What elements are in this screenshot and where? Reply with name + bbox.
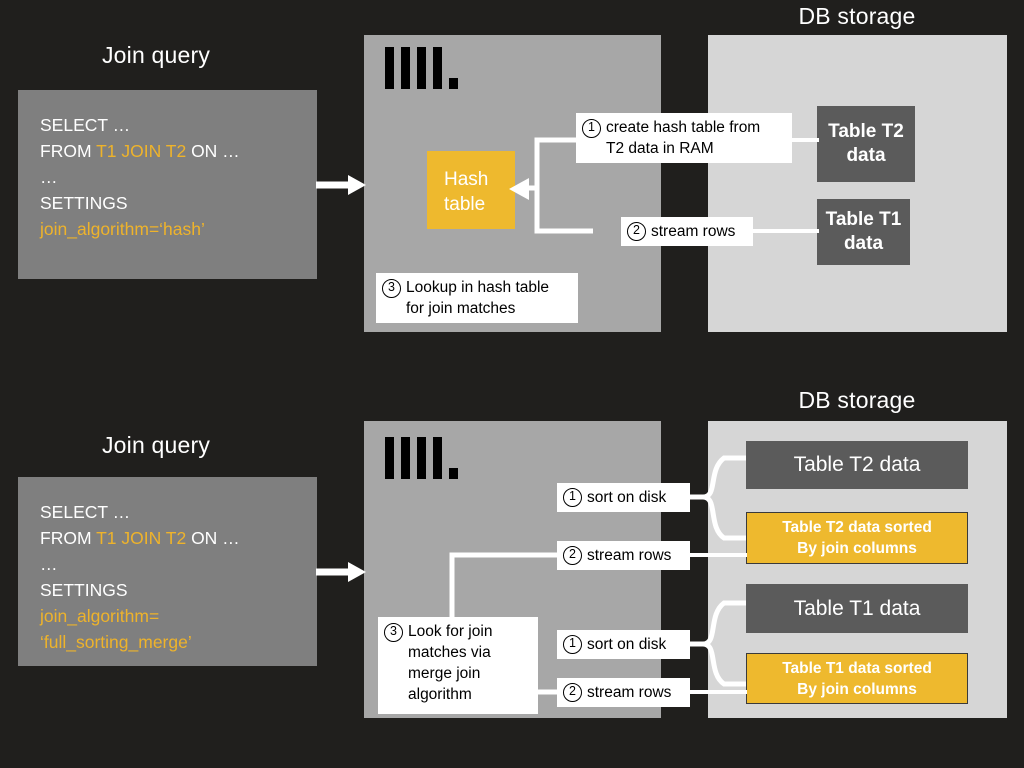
- step-number-circle: 3: [384, 623, 403, 642]
- query-line-ellipsis: …: [40, 554, 59, 574]
- callout-line-1: Lookup in hash table: [406, 279, 550, 296]
- query-line-select: SELECT …: [40, 115, 131, 135]
- step-number-circle: 2: [627, 222, 646, 241]
- query-on-clause: ON …: [186, 141, 240, 161]
- clickhouse-logo-icon: [385, 437, 460, 479]
- callout-2-stream-rows-hash: 2 stream rows: [621, 217, 753, 246]
- callout-line-2: T2 data in RAM: [606, 140, 714, 157]
- step-number-circle: 1: [563, 488, 582, 507]
- callout-line-2: matches via: [408, 644, 491, 661]
- sorted-t1-line-2: By join columns: [797, 680, 917, 698]
- query-line-join-algorithm: join_algorithm=: [40, 606, 160, 626]
- query-line-select: SELECT …: [40, 502, 131, 522]
- table-block-t1-data-hash: Table T1 data: [817, 199, 910, 265]
- query-line-settings: SETTINGS: [40, 580, 128, 600]
- callout-line-1: stream rows: [587, 547, 672, 564]
- query-join-clause: T1 JOIN T2: [96, 528, 187, 548]
- query-line-join-algorithm-value: ‘full_sorting_merge’: [40, 632, 192, 652]
- callout-1-sort-on-disk-t1: 1 sort on disk: [557, 630, 690, 659]
- callout-line-1: Look for join: [408, 623, 493, 640]
- callout-line-1: sort on disk: [587, 636, 667, 653]
- table-block-t2-data-hash: Table T2 data: [817, 106, 915, 182]
- callout-2-stream-rows-t1: 2 stream rows: [557, 678, 690, 707]
- hash-table-line-2: table: [444, 194, 486, 215]
- query-box-merge: SELECT … FROM T1 JOIN T2 ON … … SETTINGS…: [18, 477, 317, 666]
- callout-3-lookup-hash-table: 3 Lookup in hash table for join matches: [376, 273, 578, 323]
- callout-1-sort-on-disk-t2: 1 sort on disk: [557, 483, 690, 512]
- callout-line-1: stream rows: [651, 223, 736, 240]
- table-block-t2-data-merge: Table T2 data: [746, 441, 968, 489]
- query-line-ellipsis: …: [40, 167, 59, 187]
- callout-line-4: algorithm: [408, 686, 472, 703]
- arrow-query-to-engine-bottom: [316, 562, 366, 582]
- sorted-t2-line-1: Table T2 data sorted: [782, 519, 932, 536]
- callout-line-3: merge join: [408, 665, 481, 682]
- query-box-hash: SELECT … FROM T1 JOIN T2 ON … … SETTINGS…: [18, 90, 317, 279]
- query-join-clause: T1 JOIN T2: [96, 141, 187, 161]
- table-t2-line-2: data: [846, 145, 886, 166]
- table-t1-line-1: Table T1: [825, 209, 902, 230]
- sorted-t2-line-2: By join columns: [797, 540, 917, 557]
- join-query-title-bottom: Join query: [101, 432, 211, 458]
- table-block-t1-data-merge: Table T1 data: [746, 584, 968, 633]
- query-line-settings: SETTINGS: [40, 193, 128, 213]
- db-storage-panel-hash: [708, 35, 1007, 332]
- step-number-circle: 1: [563, 635, 582, 654]
- query-on-clause: ON …: [186, 528, 240, 548]
- query-from-keyword: FROM: [40, 528, 97, 548]
- step-number-circle: 2: [563, 546, 582, 565]
- step-number-circle: 2: [563, 683, 582, 702]
- db-storage-title-top: DB storage: [798, 3, 916, 29]
- callout-line-1: stream rows: [587, 684, 672, 701]
- db-storage-title-bottom: DB storage: [798, 387, 916, 413]
- join-query-title-top: Join query: [101, 42, 211, 68]
- query-line-from: FROM T1 JOIN T2 ON …: [40, 525, 297, 551]
- query-line-from: FROM T1 JOIN T2 ON …: [40, 138, 297, 164]
- callout-line-2: for join matches: [406, 300, 516, 317]
- table-t1-line-2: data: [843, 233, 884, 254]
- table-t2-line-1: Table T2: [828, 121, 904, 142]
- sorted-t1-line-1: Table T1 data sorted: [782, 659, 932, 677]
- arrow-query-to-engine-top: [316, 175, 366, 195]
- table-block-t1-sorted: Table T1 data sorted By join columns: [746, 653, 968, 704]
- callout-line-1: create hash table from: [606, 119, 761, 136]
- step-number-circle: 3: [382, 279, 401, 298]
- query-line-join-algorithm: join_algorithm=‘hash’: [40, 219, 205, 239]
- table-block-t2-sorted: Table T2 data sorted By join columns: [746, 512, 968, 564]
- clickhouse-logo-icon: [385, 47, 460, 89]
- step-number-circle: 1: [582, 119, 601, 138]
- hash-table-block: Hash table: [427, 151, 515, 229]
- query-from-keyword: FROM: [40, 141, 97, 161]
- callout-1-create-hash-table: 1 create hash table from T2 data in RAM: [576, 113, 792, 163]
- hash-table-line-1: Hash: [444, 169, 489, 190]
- callout-3-merge-join-algorithm: 3 Look for join matches via merge join a…: [378, 617, 538, 714]
- callout-line-1: sort on disk: [587, 489, 667, 506]
- callout-2-stream-rows-t2: 2 stream rows: [557, 541, 690, 570]
